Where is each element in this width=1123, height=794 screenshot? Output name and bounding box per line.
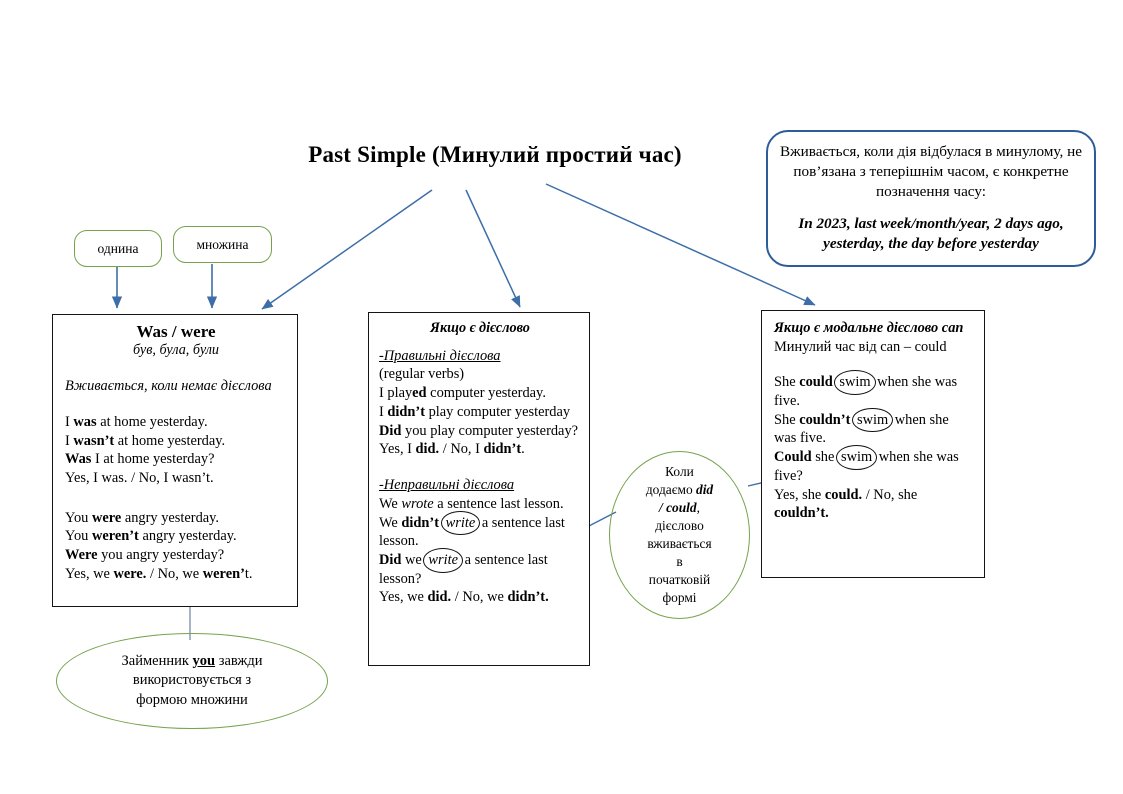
- circled-word-swim: swim: [835, 445, 878, 470]
- note-did-keyword-could: / could: [659, 500, 697, 516]
- box-modal-subtitle: Минулий час від can – could: [774, 338, 947, 355]
- example-line: We wrote a sentence last lesson.: [379, 495, 564, 512]
- note-did-line5: вживається: [647, 536, 712, 551]
- box-was-were-usage-note: Вживається, коли немає дієслова: [65, 378, 272, 395]
- note-did-line3-suffix: ,: [696, 500, 700, 516]
- example-line: I played computer yesterday.: [379, 385, 546, 402]
- example-line: Did we write a sentence last lesson?: [379, 547, 548, 587]
- note-you-plural-text: Займенник you завжди використовується з …: [122, 652, 263, 710]
- note-did-could-text: Коли додаємо did / could, дієслово вжива…: [632, 463, 727, 607]
- note-you-line3: формою множини: [136, 691, 248, 708]
- box-was-were-plural-examples: You were angry yesterday. You weren’t an…: [65, 509, 287, 584]
- arrow-title-to-was-were: [261, 189, 433, 310]
- label-plural-text: множина: [196, 236, 249, 252]
- example-line: Yes, we did. / No, we didn’t.: [379, 589, 549, 606]
- label-plural: множина: [173, 226, 272, 263]
- example-line: She couldn’t swim when she was five.: [774, 407, 949, 447]
- label-singular-text: однина: [97, 240, 139, 256]
- label-singular: однина: [74, 230, 162, 267]
- example-line: You weren’t angry yesterday.: [65, 528, 237, 545]
- note-did-keyword-did: did: [696, 482, 714, 498]
- circled-word-write: write: [440, 510, 480, 535]
- box-with-verb-heading: Якщо є дієслово: [430, 320, 530, 336]
- arrow-title-to-verb: [465, 189, 521, 308]
- example-line: Yes, she could. / No, she couldn’t.: [774, 486, 918, 522]
- note-you-plural: Займенник you завжди використовується з …: [56, 633, 328, 729]
- box-was-were-translation: був, була, були: [132, 342, 220, 359]
- example-line: Yes, I did. / No, I didn’t.: [379, 441, 525, 458]
- box-modal-can: Якщо є модальне дієслово can Минулий час…: [761, 310, 985, 578]
- box-was-were-singular-examples: I was at home yesterday. I wasn’t at hom…: [65, 413, 287, 488]
- example-line: Were you angry yesterday?: [65, 547, 225, 564]
- example-line: Could she swim when she was five?: [774, 445, 959, 484]
- example-line: I wasn’t at home yesterday.: [65, 432, 226, 449]
- usage-callout: Вживається, коли дія відбулася в минулом…: [766, 130, 1096, 267]
- circled-word-write: write: [423, 547, 463, 573]
- box-modal-heading: Якщо є модальне дієслово can: [774, 320, 964, 336]
- note-did-line4: дієслово: [655, 518, 704, 534]
- example-line: Yes, we were. / No, we weren’t.: [65, 565, 253, 582]
- note-did-line7: початковій: [648, 571, 711, 587]
- box-was-were: Was / were був, була, були Вживається, к…: [52, 314, 298, 607]
- example-line: Did you play computer yesterday?: [379, 422, 579, 439]
- example-line: She could swim when she was five.: [774, 370, 958, 409]
- regular-verbs-subtitle: (regular verbs): [379, 366, 465, 383]
- circled-word-swim: swim: [851, 407, 894, 433]
- example-line: I was at home yesterday.: [65, 413, 208, 430]
- box-was-were-heading: Was / were: [136, 322, 216, 341]
- note-you-keyword: you: [192, 652, 216, 669]
- example-line: Yes, I was. / No, I wasn’t.: [65, 470, 214, 487]
- example-line: We didn’t write a sentence last lesson.: [379, 510, 565, 550]
- note-did-line2-prefix: додаємо: [645, 482, 697, 498]
- note-did-could: Коли додаємо did / could, дієслово вжива…: [609, 451, 750, 619]
- note-you-suffix: завжди: [215, 652, 263, 669]
- note-you-prefix: Займенник: [121, 652, 193, 669]
- example-line: I didn’t play computer yesterday: [379, 403, 571, 420]
- example-line: Was I at home yesterday?: [65, 451, 215, 468]
- note-did-line1: Коли: [665, 464, 694, 480]
- circled-word-swim: swim: [834, 370, 876, 395]
- note-did-line6: в: [676, 553, 683, 569]
- note-you-line2: використовується з: [132, 672, 252, 689]
- page-title: Past Simple (Минулий простий час): [308, 142, 682, 167]
- box-with-verb: Якщо є дієслово -Правильні дієслова (reg…: [368, 312, 590, 666]
- usage-callout-text: Вживається, коли дія відбулася в минулом…: [780, 143, 1082, 201]
- regular-verbs-label: -Правильні дієслова: [379, 347, 501, 364]
- example-line: You were angry yesterday.: [65, 509, 220, 526]
- note-did-line8: формі: [662, 589, 697, 605]
- irregular-verbs-label: -Неправильні дієслова: [379, 477, 515, 494]
- usage-callout-examples: In 2023, last week/month/year, 2 days ag…: [798, 214, 1064, 252]
